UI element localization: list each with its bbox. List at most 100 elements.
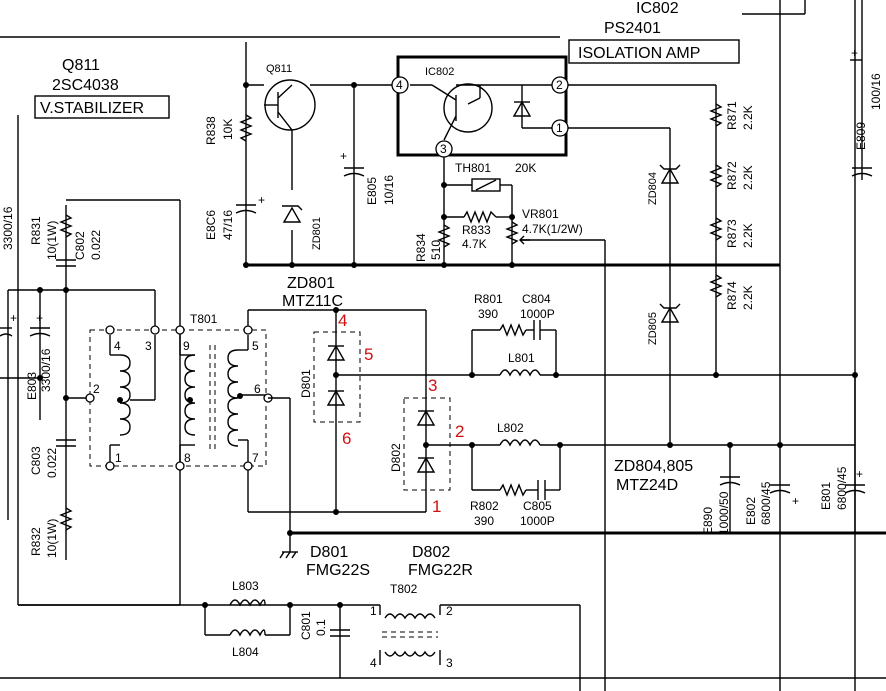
q811-part: 2SC4038 xyxy=(52,77,119,94)
v-stabilizer-label: V.STABILIZER xyxy=(40,100,144,117)
zd804-805-part: MTZ24D xyxy=(616,477,678,494)
svg-text:+: + xyxy=(258,193,265,207)
ic802-pin-3-label: 3 xyxy=(440,142,447,156)
annotation-4: 4 xyxy=(338,311,347,330)
vr801-value: 4.7K(1/2W) xyxy=(522,222,583,236)
svg-text:+: + xyxy=(856,467,863,481)
zd801-title: ZD801 xyxy=(287,275,335,292)
r832-ref: R832 xyxy=(29,527,43,556)
annotation-1: 1 xyxy=(432,497,441,516)
t801-pin-8: 8 xyxy=(184,451,191,465)
e809-ref: E809 xyxy=(854,122,868,150)
th801-value: 20K xyxy=(515,161,536,175)
top-wires xyxy=(245,0,863,691)
annotation-3: 3 xyxy=(428,376,437,395)
c804-capacitor: C804 1000P xyxy=(520,292,555,340)
r873-value: 2.2K xyxy=(741,223,755,248)
c801-capacitor: C801 0.1 xyxy=(299,611,350,640)
isolation-amp-label: ISOLATION AMP xyxy=(578,45,700,62)
d802-diode-pair: D802 xyxy=(389,397,451,491)
r871-resistor: R871 2.2K xyxy=(709,101,755,130)
r873-resistor: R873 2.2K xyxy=(709,217,755,248)
e802-capacitor: + E802 6800/45 xyxy=(744,481,799,525)
t801-pin-1: 1 xyxy=(115,451,122,465)
e805-value: 10/16 xyxy=(382,175,396,205)
svg-text:+: + xyxy=(792,494,799,508)
r838-ref: R838 xyxy=(204,116,218,145)
svg-text:+: + xyxy=(10,311,17,325)
annotation-6: 6 xyxy=(342,429,351,448)
q811-transistor: Q811 xyxy=(264,63,316,131)
l804-inductor: L804 xyxy=(229,629,266,659)
e806-value: 47/16 xyxy=(221,210,235,240)
d802-title: D802 xyxy=(412,544,450,561)
d801-diode-pair: D801 xyxy=(299,331,361,423)
secondary-wires xyxy=(247,309,886,540)
r874-resistor: R874 2.2K xyxy=(709,274,755,310)
c801-ref: C801 xyxy=(299,611,313,640)
e803-ref: E803 xyxy=(25,372,39,400)
e806-ref: E8C6 xyxy=(204,210,218,240)
r874-ref: R874 xyxy=(725,281,739,310)
t802-pin-3: 3 xyxy=(446,656,453,670)
left-edge-capacitor: + 3300/16 xyxy=(0,206,17,337)
e806-capacitor: + E8C6 47/16 xyxy=(204,193,265,240)
r834-value: 510 xyxy=(429,240,443,260)
e802-ref: E802 xyxy=(744,497,758,525)
th801-ref: TH801 xyxy=(455,161,491,175)
t802-label: T802 xyxy=(390,582,418,596)
l802-inductor: L802 xyxy=(497,421,541,447)
t801-pin-7: 7 xyxy=(252,451,259,465)
d802-part: FMG22R xyxy=(408,562,473,579)
c803-value: 0.022 xyxy=(45,448,59,478)
e890-capacitor: E890 1000/50 xyxy=(701,476,741,535)
t802-pin-2: 2 xyxy=(446,604,453,618)
r831-value: 10(1W) xyxy=(45,221,59,260)
l801-label: L801 xyxy=(508,351,535,365)
r838-value: 10K xyxy=(221,119,235,140)
t801-pin-6: 6 xyxy=(254,382,261,396)
r831-ref: R831 xyxy=(29,216,43,245)
c802-value: 0.022 xyxy=(89,230,103,260)
e803-capacitor: + E803 3300/16 xyxy=(25,311,53,400)
e801-ref: E801 xyxy=(819,482,833,510)
r871-ref: R871 xyxy=(725,101,739,130)
q811-body-label: Q811 xyxy=(266,63,292,75)
svg-text:+: + xyxy=(340,149,347,163)
r831-resistor: R831 10(1W) xyxy=(29,214,73,260)
c803-capacitor: C803 0.022 xyxy=(29,439,76,478)
c804-value: 1000P xyxy=(520,307,555,321)
e801-capacitor: + E801 6800/45 xyxy=(819,466,866,510)
vr801-potentiometer: VR801 4.7K(1/2W) xyxy=(505,207,583,245)
r833-ref: R833 xyxy=(462,223,491,237)
r834-resistor: R834 510 xyxy=(414,224,451,262)
svg-text:+: + xyxy=(851,46,858,60)
c802-capacitor: C802 0.022 xyxy=(56,230,103,267)
l804-label: L804 xyxy=(232,645,259,659)
l803-inductor: L803 xyxy=(229,579,266,607)
c802-ref: C802 xyxy=(73,231,87,260)
zd804-zener: ZD804 xyxy=(647,164,681,205)
t802-transformer: T802 1 2 4 3 xyxy=(370,582,453,670)
l802-label: L802 xyxy=(497,421,524,435)
r801-resistor: R801 390 xyxy=(474,292,527,337)
zd801-body-label: ZD801 xyxy=(311,217,323,250)
ic802-pin-4 xyxy=(391,76,409,94)
c805-value: 1000P xyxy=(520,514,555,528)
e809-capacitor: + E809 100/16 xyxy=(850,46,883,177)
ground-symbol xyxy=(279,540,298,559)
zd801-part: MTZ11C xyxy=(282,293,343,310)
e803-value: 3300/16 xyxy=(39,348,53,392)
e801-value: 6800/45 xyxy=(835,466,849,510)
svg-text:+: + xyxy=(36,311,43,325)
r838-resistor: R838 10K xyxy=(204,114,253,145)
r874-value: 2.2K xyxy=(741,285,755,310)
r872-resistor: R872 2.2K xyxy=(709,161,755,190)
e890-value: 1000/50 xyxy=(717,491,731,535)
annotation-5: 5 xyxy=(364,345,373,364)
t801-transformer: T801 xyxy=(89,312,268,467)
ic802-package: IC802 xyxy=(396,55,568,157)
t801-pin-3: 3 xyxy=(145,339,152,353)
r833-value: 4.7K xyxy=(462,237,487,251)
